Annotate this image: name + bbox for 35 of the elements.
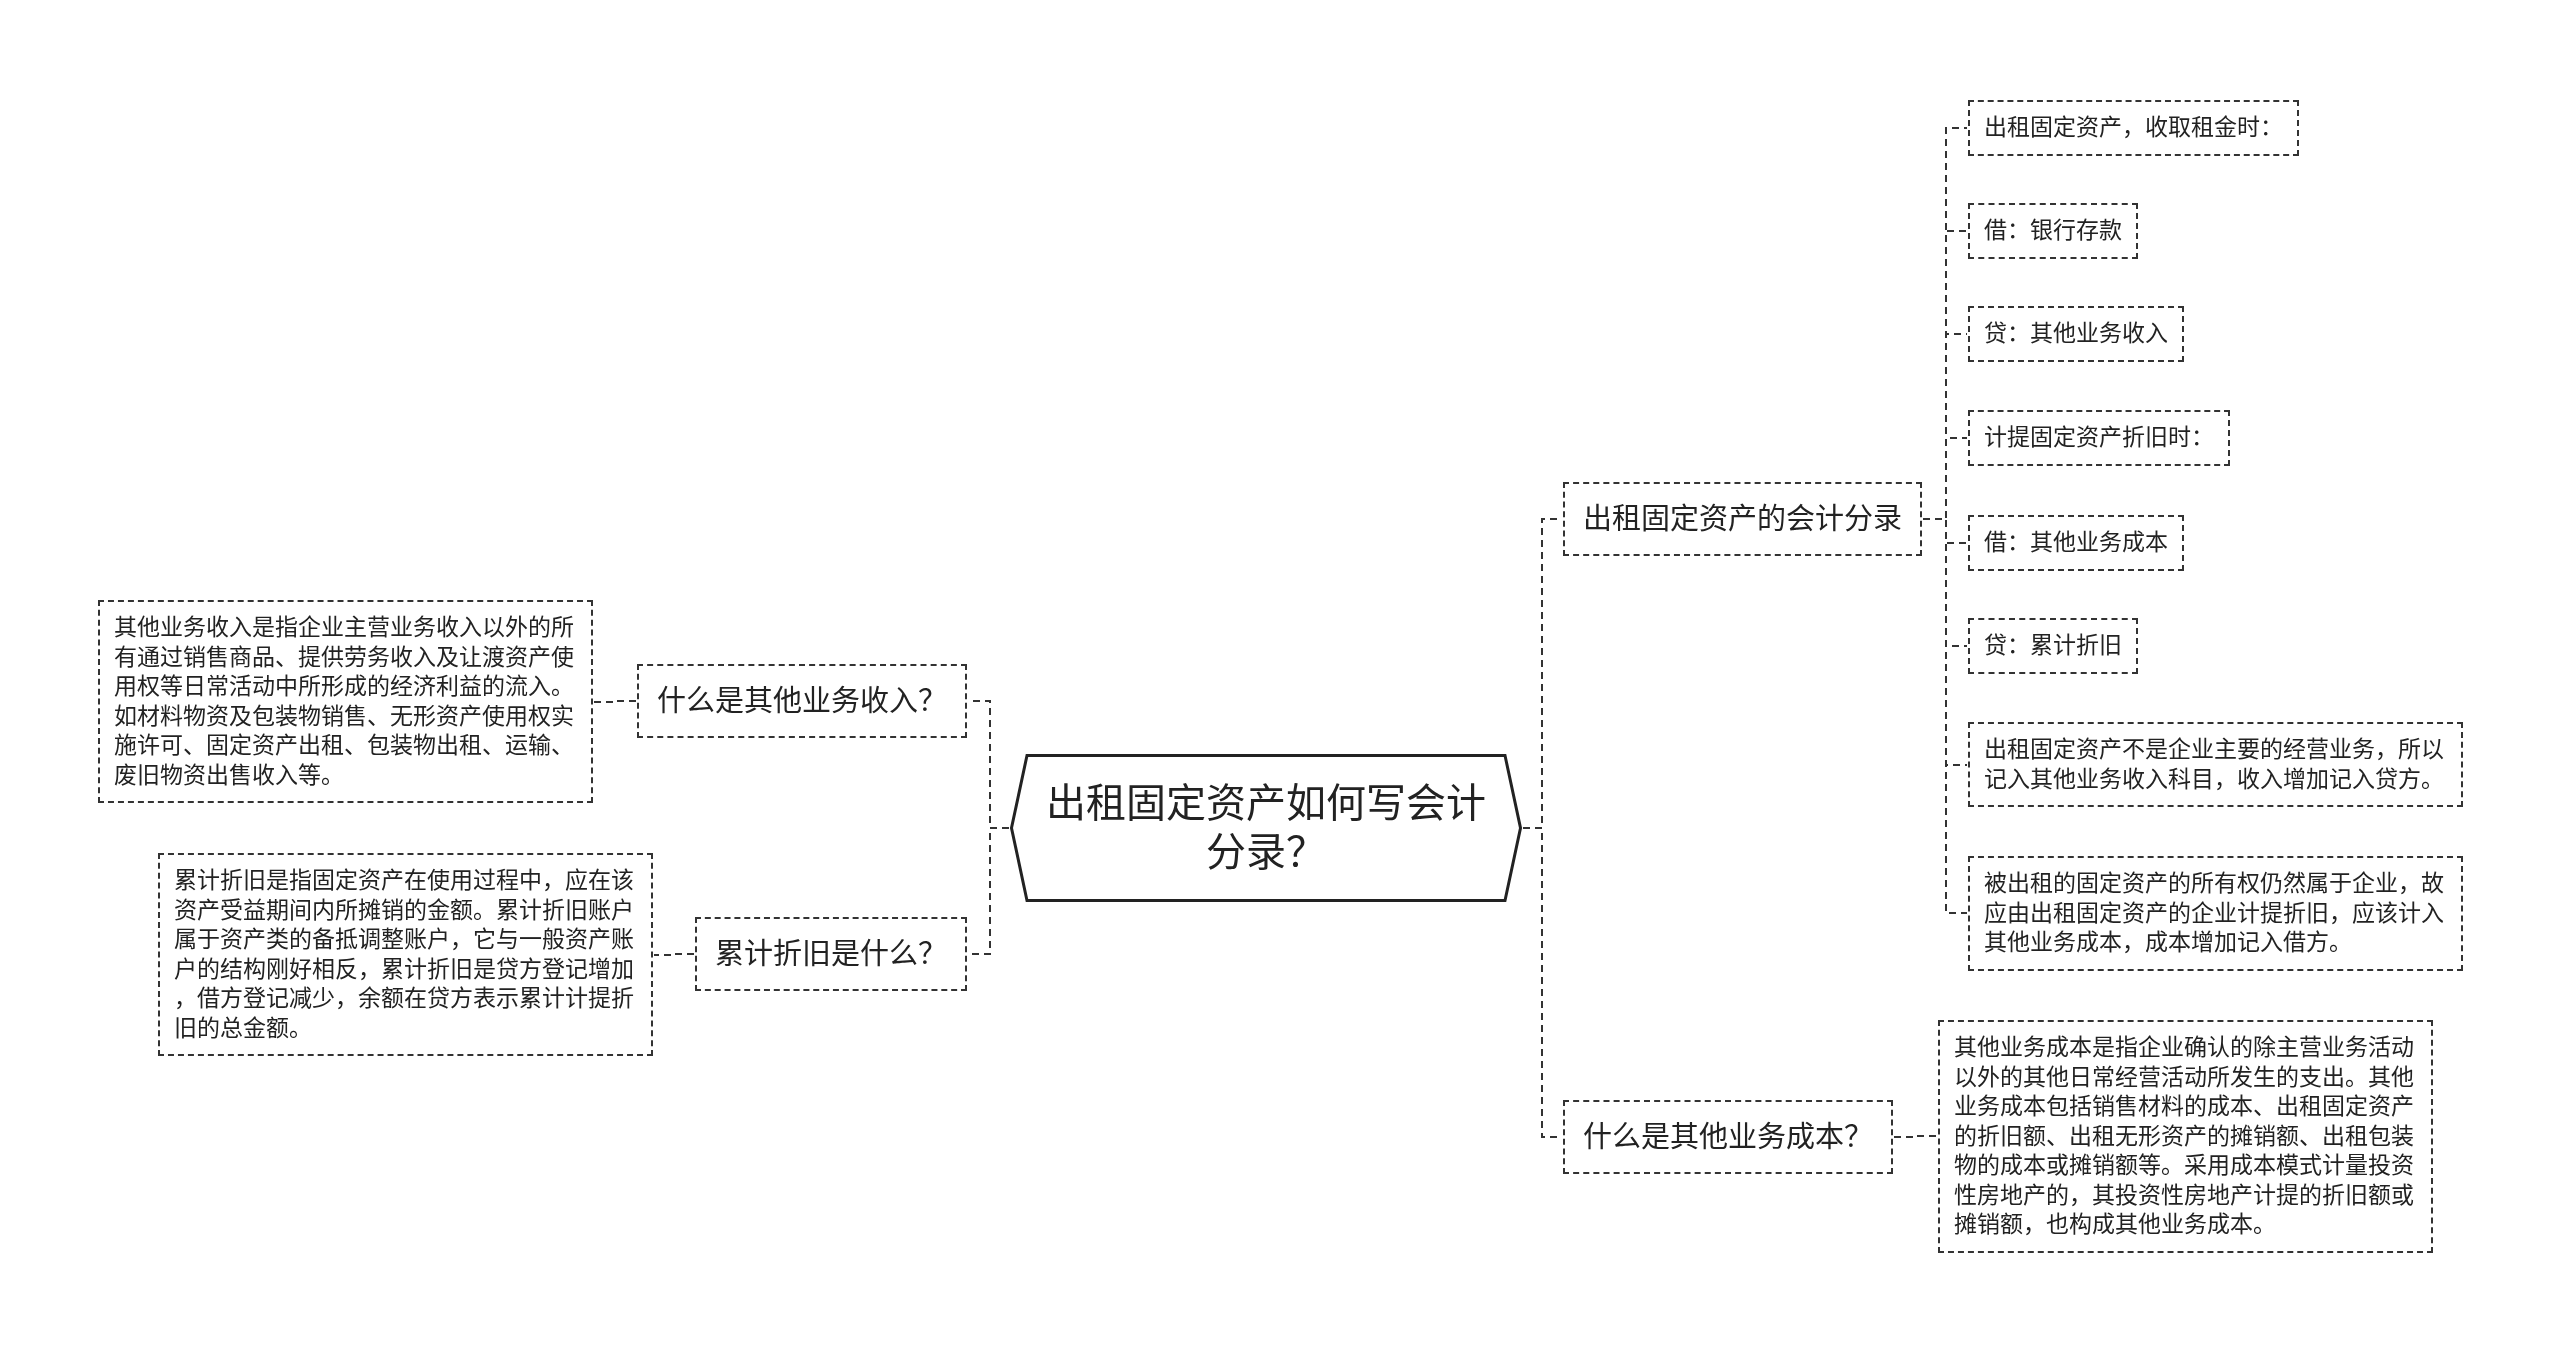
note-text: 出租固定资产不是企业主要的经营业务，所以记入其他业务收入科目，收入增加记入贷方。 — [1984, 735, 2445, 794]
note-text: 其他业务收入是指企业主营业务收入以外的所有通过销售商品、提供劳务收入及让渡资产使用权等日常活动中所形成的经济利益的流入。如材料物资及包装物销售、无形资产使用权实施许可、固定资产出租、包装物出租、运输、废旧物资出售收入等。 — [114, 613, 575, 790]
topic-box — [1563, 482, 1922, 556]
main-topic-hexagon — [1010, 754, 1522, 902]
note-text: 借：银行存款 — [1984, 216, 2122, 245]
note-box — [1968, 515, 2184, 571]
note-box — [1968, 722, 2463, 807]
topic-box — [1563, 1100, 1893, 1174]
connector-line — [1893, 1135, 1938, 1138]
connector-line — [653, 953, 695, 956]
topic-text: 出租固定资产的会计分录 — [1583, 502, 1902, 537]
note-box — [98, 600, 593, 803]
note-text: 计提固定资产折旧时： — [1984, 423, 2214, 452]
topic-text: 什么是其他业务收入？ — [657, 684, 947, 719]
note-text: 借：其他业务成本 — [1984, 528, 2168, 557]
note-text: 贷：其他业务收入 — [1984, 319, 2168, 348]
main-topic-text: 出租固定资产如何写会计分录？ — [1045, 780, 1487, 876]
note-box — [158, 853, 653, 1056]
note-box — [1968, 410, 2230, 466]
note-box — [1938, 1020, 2433, 1253]
note-box — [1968, 618, 2138, 674]
topic-box — [695, 917, 967, 991]
note-text: 出租固定资产，收取租金时： — [1984, 113, 2283, 142]
note-text: 其他业务成本是指企业确认的除主营业务活动以外的其他日常经营活动所发生的支出。其他业务成本包括销售材料的成本、出租固定资产的折旧额、出租无形资产的摊销额、出租包装物的成本或摊销额等。采用成本模式计量投资性房地产的，其投资性房地产计提的折旧额或摊销额，也构成其他业务成本。 — [1954, 1033, 2415, 1239]
note-box — [1968, 203, 2138, 259]
note-text: 被出租的固定资产的所有权仍然属于企业，故应由出租固定资产的企业计提折旧，应该计入其他业务成本，成本增加记入借方。 — [1984, 869, 2445, 957]
note-text: 贷：累计折旧 — [1984, 631, 2122, 660]
topic-text: 什么是其他业务成本？ — [1583, 1120, 1873, 1155]
note-box — [1968, 100, 2299, 156]
note-box — [1968, 306, 2184, 362]
note-text: 累计折旧是指固定资产在使用过程中，应在该资产受益期间内所摊销的金额。累计折旧账户属于资产类的备抵调整账户，它与一般资产账户的结构刚好相反，累计折旧是贷方登记增加，借方登记减少，余额在贷方表示累计计提折旧的总金额。 — [174, 866, 635, 1043]
note-box — [1968, 856, 2463, 971]
topic-text: 累计折旧是什么？ — [715, 937, 947, 972]
connector-line — [593, 700, 637, 703]
topic-box — [637, 664, 967, 738]
